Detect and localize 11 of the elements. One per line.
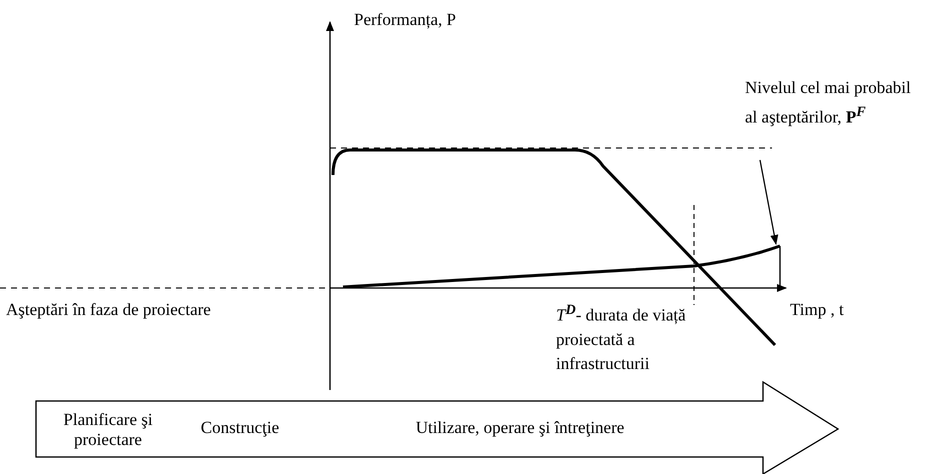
annotation-text: T$^{D}$- durata de viață proiectată a infrastructurii — [556, 301, 687, 375]
phase-arrow — [35, 380, 840, 474]
leader-line — [759, 160, 778, 245]
phase-label: Construcţie — [200, 418, 280, 438]
axis-label: Aşteptări în faza de proiectare — [6, 299, 212, 321]
callout-text: Nivelul cel mai probabil al aşteptărilor, P$^{F}$ — [745, 76, 921, 130]
axis-label: Timp , t — [790, 299, 845, 321]
expectation-curve — [342, 244, 780, 288]
phase-label: Planificare şi proiectare — [62, 410, 154, 450]
axis-label: Performanța, P — [354, 9, 457, 31]
phase-label: Utilizare, operare şi întreţinere — [414, 418, 626, 438]
